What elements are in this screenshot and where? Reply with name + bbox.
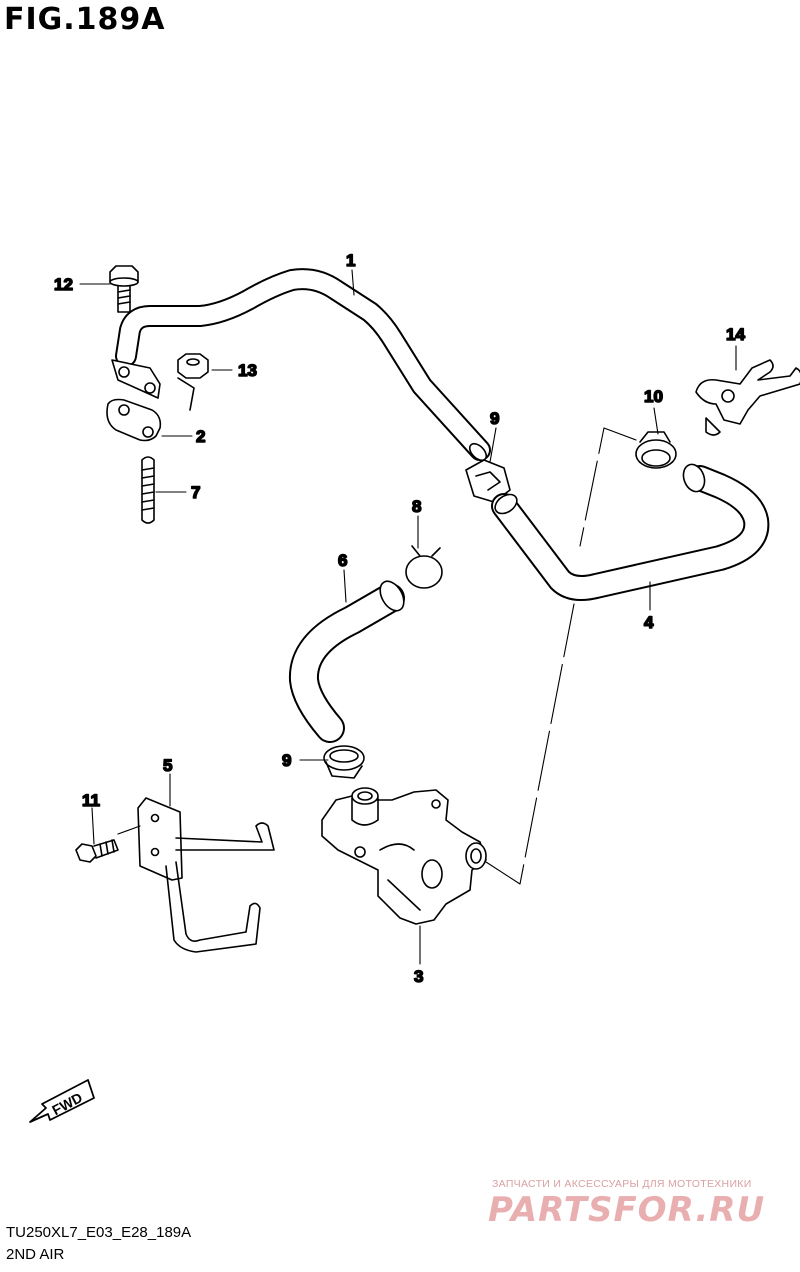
callout-4: 4 [644,613,654,632]
callout-11: 11 [82,791,100,810]
figure-title: FIG.189A [4,2,166,37]
callout-10: 10 [644,387,663,406]
callout-9-lower: 9 [282,751,291,770]
bolt-part-11[interactable] [75,839,119,863]
section-name: 2ND AIR [6,1246,65,1263]
bracket-part-5[interactable] [137,797,275,953]
callout-1: 1 [346,251,355,270]
hose-part-6[interactable] [288,577,409,743]
clamp-part-9-lower[interactable] [323,745,365,779]
callout-14: 14 [726,325,745,344]
stud-part-7[interactable] [141,456,155,524]
leader-lines [79,269,737,965]
callout-12: 12 [54,275,73,294]
valve-part-3[interactable] [321,787,487,925]
holder-part-14[interactable] [695,359,800,436]
clamp-part-9-upper[interactable] [465,459,511,503]
callout-5: 5 [163,756,172,775]
pipe-part-1[interactable] [111,268,491,463]
model-code: TU250XL7_E03_E28_189A [6,1224,192,1241]
callout-8: 8 [412,497,421,516]
callout-7: 7 [191,483,200,502]
callout-3: 3 [414,967,423,986]
gasket-part-2[interactable] [106,398,162,442]
watermark-brand: PARTSFOR.RU [488,1190,766,1230]
callout-9-upper: 9 [490,409,499,428]
cap-part-8[interactable] [405,545,443,589]
callout-2: 2 [196,427,205,446]
nut-part-13[interactable] [177,353,209,411]
callouts: 1 2 3 4 5 6 7 8 9 9 10 11 12 13 14 FWD [49,250,746,1118]
clamp-part-10[interactable] [635,431,677,469]
callout-6: 6 [338,551,347,570]
fwd-arrow [29,1079,95,1123]
bolt-part-12[interactable] [109,265,139,313]
watermark-subtitle: ЗАПЧАСТИ И АКСЕССУАРЫ ДЛЯ МОТОТЕХНИКИ [492,1178,752,1190]
callout-13: 13 [238,361,257,380]
hose-part-4[interactable] [491,461,770,601]
